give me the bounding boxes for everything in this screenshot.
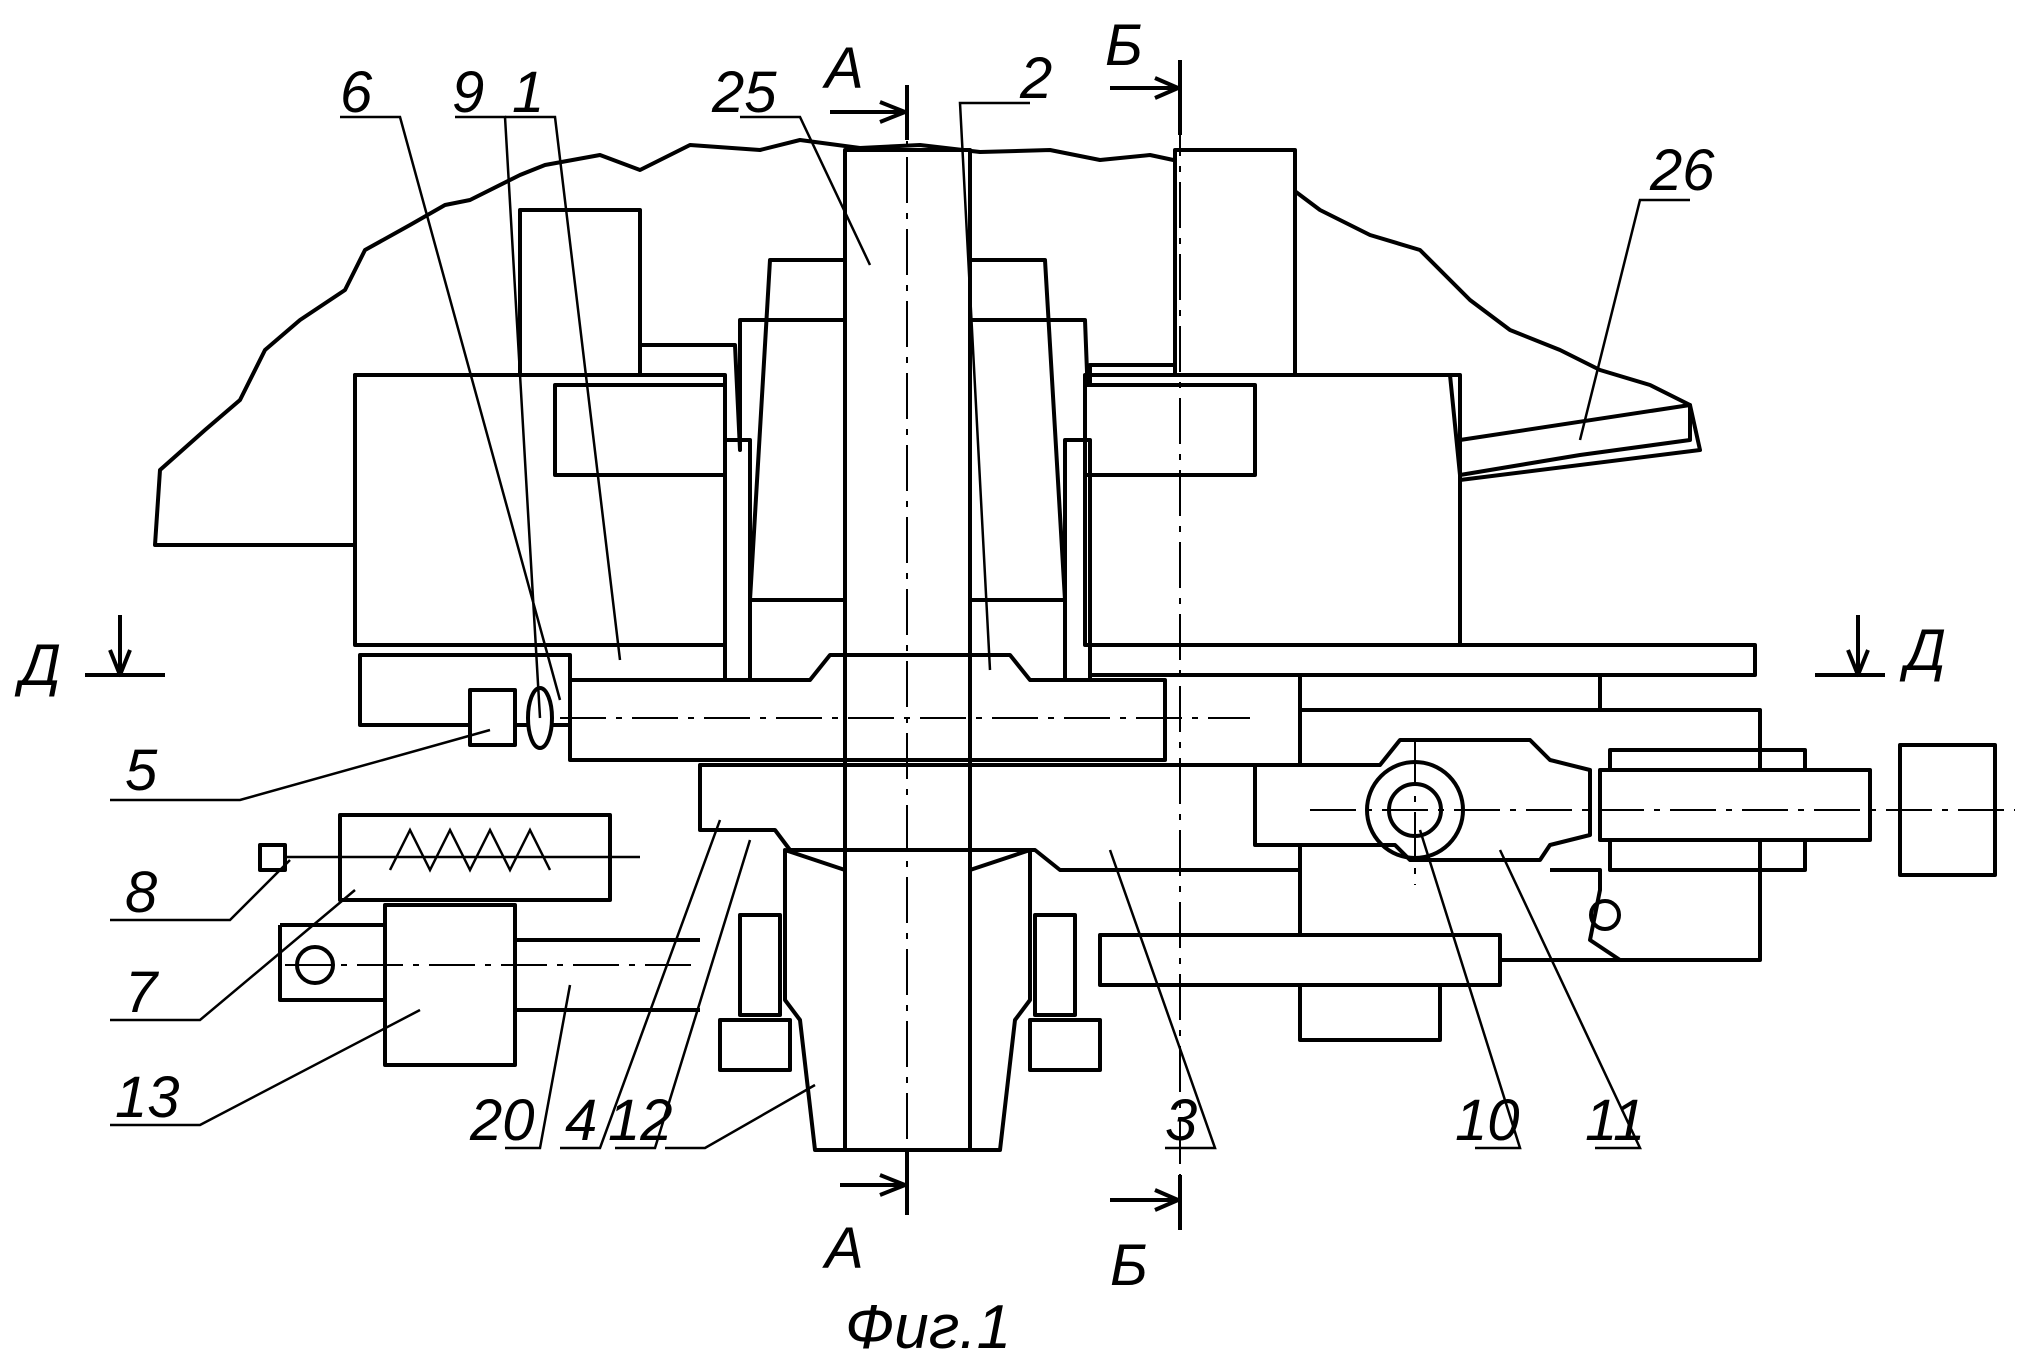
section-d-right: Д xyxy=(1899,618,1946,683)
slider-13 xyxy=(385,905,515,1065)
lower-collar-right xyxy=(1035,915,1075,1015)
section-b-bottom: Б xyxy=(1110,1233,1148,1298)
spring-coil xyxy=(390,830,550,870)
callout-8: 8 xyxy=(125,860,157,925)
hub-12-right xyxy=(970,850,1030,1150)
lower-collar-left xyxy=(740,915,780,1015)
callout-20: 20 xyxy=(469,1088,535,1153)
figure-caption: Фиг.1 xyxy=(845,1293,1011,1362)
callout-12: 12 xyxy=(608,1088,673,1153)
left-channel xyxy=(520,210,640,375)
threaded-rod xyxy=(1600,770,1870,840)
callout-5: 5 xyxy=(125,738,158,803)
plunger xyxy=(470,690,515,745)
callout-11: 11 xyxy=(1585,1088,1645,1153)
left-block-inner xyxy=(555,385,725,475)
section-d-left: Д xyxy=(14,633,61,698)
callout-6: 6 xyxy=(340,60,373,125)
callout-7: 7 xyxy=(125,960,160,1025)
spring-bolt xyxy=(260,845,285,870)
callout-25: 25 xyxy=(711,60,777,125)
callout-1: 1 xyxy=(512,60,544,125)
section-b-top: Б xyxy=(1105,13,1143,78)
right-block-inner xyxy=(1085,385,1255,475)
section-a-top: А xyxy=(822,36,864,101)
callout-3: 3 xyxy=(1165,1088,1197,1153)
right-channel xyxy=(1175,150,1295,375)
callout-26: 26 xyxy=(1649,138,1715,203)
left-sleeve xyxy=(725,440,750,680)
callout-2: 2 xyxy=(1019,46,1052,111)
lower-rod xyxy=(1100,935,1500,985)
callout-9: 9 xyxy=(452,60,484,125)
callout-4: 4 xyxy=(565,1088,597,1153)
hub-12 xyxy=(785,850,845,1150)
lower-flange-right xyxy=(1030,1020,1100,1070)
callout-10: 10 xyxy=(1455,1088,1520,1153)
lower-flange-left xyxy=(720,1020,790,1070)
callout-13: 13 xyxy=(115,1065,180,1130)
right-top-plate xyxy=(1090,645,1755,675)
section-a-bottom: А xyxy=(822,1216,864,1281)
